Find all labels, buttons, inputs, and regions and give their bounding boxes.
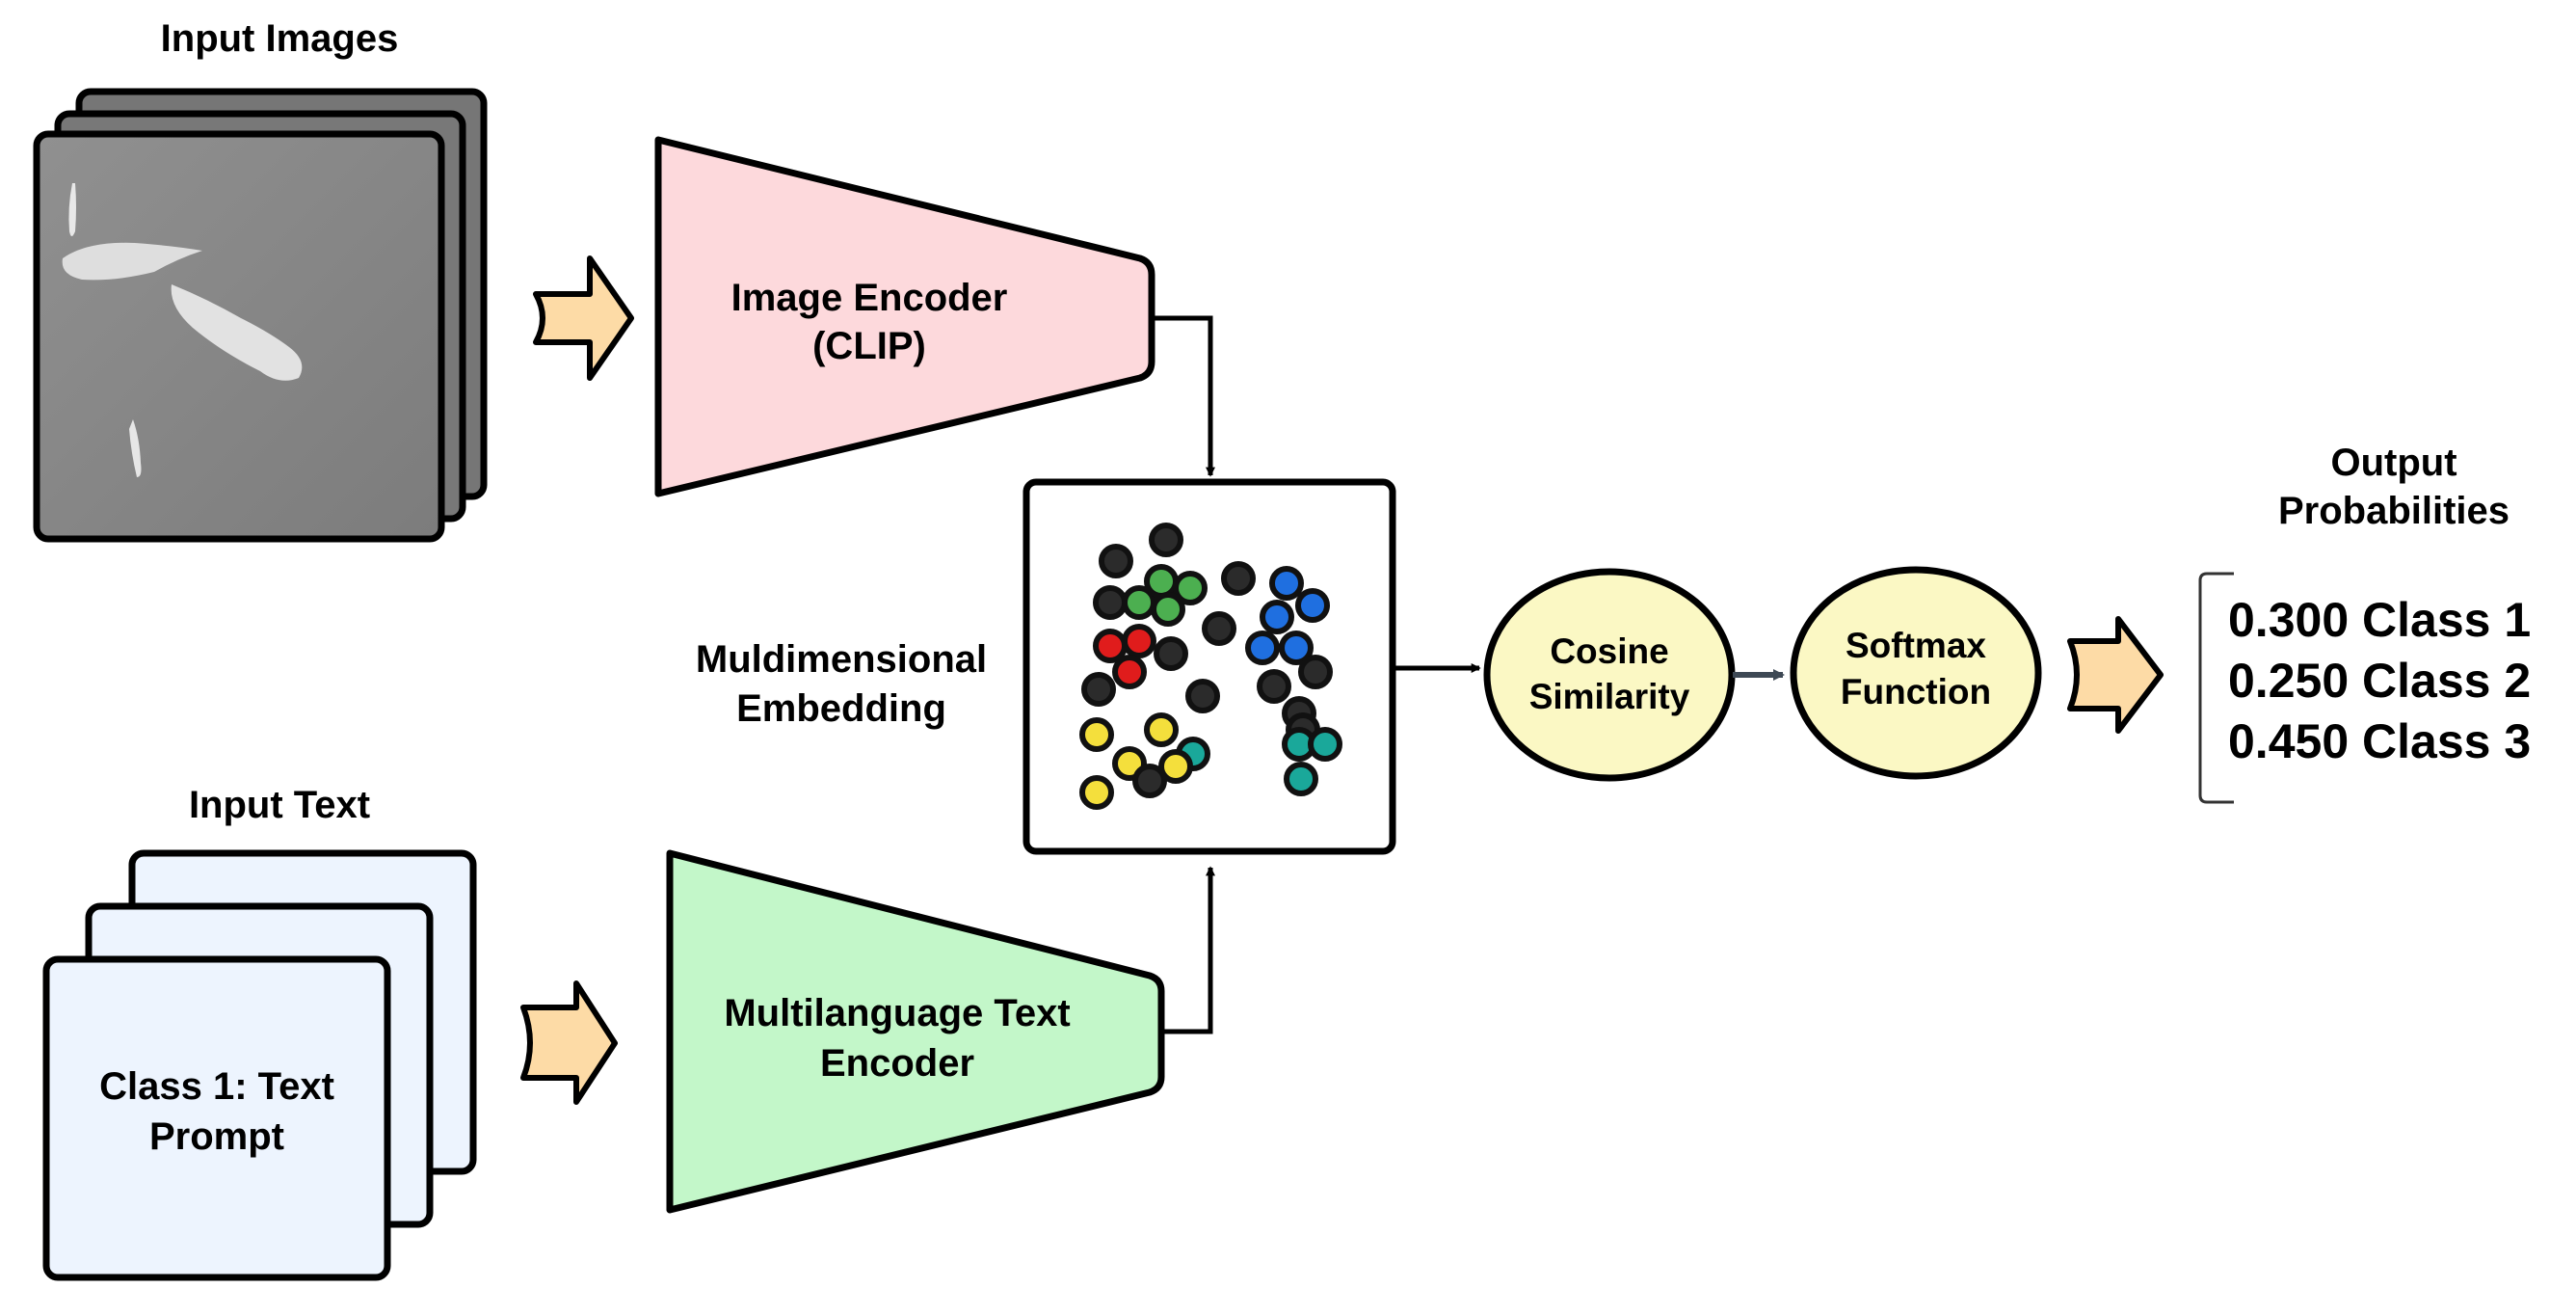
animal-shape-2 [62, 242, 203, 281]
embedding-dot [1093, 629, 1128, 663]
embedding-dot [1154, 636, 1188, 671]
embedding-box [1022, 478, 1396, 855]
embedding-dot [1079, 717, 1114, 752]
embedding-dots [1079, 523, 1342, 810]
softmax-line1: Softmax [1846, 626, 1986, 665]
embedding-dot [1079, 775, 1114, 810]
embedding-dot [1298, 655, 1333, 689]
embedding-dot [1158, 749, 1193, 784]
embedding-dot [1284, 762, 1318, 796]
embedding-dot [1295, 588, 1330, 623]
text-to-encoder-arrow [520, 980, 618, 1105]
image-encoder-block: Image Encoder (CLIP) [654, 136, 1155, 497]
softmax-node: Softmax Function [1790, 566, 2042, 780]
input-images-title: Input Images [161, 17, 399, 60]
image-encoder-to-embedding-line [1152, 315, 1215, 477]
embedding-dot [1221, 561, 1256, 596]
embedding-dot [1269, 566, 1304, 601]
embedding-dot [1149, 523, 1183, 557]
embedding-label-line2: Embedding [736, 687, 946, 730]
embedding-dot [1308, 727, 1342, 762]
embedding-dot [1245, 631, 1280, 665]
output-item-2: 0.250 Class 2 [2228, 654, 2531, 708]
embedding-dot [1257, 669, 1291, 704]
manatee-photo [33, 130, 445, 543]
embedding-dot [1081, 672, 1116, 707]
image-to-encoder-arrow [533, 255, 634, 381]
animal-shape-3 [171, 284, 303, 381]
image-encoder-line2: (CLIP) [812, 325, 926, 367]
embedding-dot [1144, 564, 1179, 599]
embedding-dot [1279, 631, 1314, 665]
embedding-dot [1260, 600, 1294, 634]
text-encoder-block: Multilanguage Text Encoder [666, 849, 1165, 1214]
embedding-dot [1093, 585, 1128, 620]
embedding-dot [1202, 611, 1236, 646]
input-text-stack: Class 1: Text Prompt [42, 849, 477, 1281]
embedding-dot [1185, 679, 1220, 713]
output-bracket [2198, 572, 2234, 804]
animal-shape-4 [129, 419, 142, 477]
embedding-dot [1173, 571, 1208, 605]
text-encoder-line1: Multilanguage Text [724, 992, 1070, 1034]
softmax-line2: Function [1841, 672, 1991, 711]
output-item-3: 0.450 Class 3 [2228, 714, 2531, 768]
cosine-similarity-node: Cosine Similarity [1483, 568, 1736, 782]
text-prompt-line2: Prompt [149, 1115, 284, 1158]
embedding-dot [1099, 544, 1133, 578]
embedding-label-line1: Muldimensional [696, 638, 987, 681]
embedding-dot [1144, 712, 1179, 747]
output-list: 0.300 Class 1 0.250 Class 2 0.450 Class … [2228, 593, 2531, 768]
image-encoder-line1: Image Encoder [731, 277, 1008, 319]
embedding-dot [1132, 764, 1167, 798]
text-encoder-line2: Encoder [820, 1042, 974, 1085]
text-prompt-line1: Class 1: Text [99, 1065, 334, 1108]
embedding-dot [1151, 592, 1185, 627]
cosine-line1: Cosine [1550, 631, 1668, 671]
output-title-line2: Probabilities [2278, 490, 2510, 532]
cosine-line2: Similarity [1529, 677, 1690, 716]
animal-shape-1 [68, 183, 76, 236]
text-card-front [42, 955, 391, 1281]
softmax-to-output-arrow [2067, 616, 2164, 734]
input-image-stack [33, 88, 488, 543]
output-item-1: 0.300 Class 1 [2228, 593, 2531, 647]
output-title-line1: Output [2330, 442, 2456, 484]
embedding-dot [1112, 655, 1147, 689]
input-text-title: Input Text [189, 784, 370, 826]
text-encoder-to-embedding-line [1161, 866, 1215, 1034]
embedding-dot [1122, 624, 1156, 658]
